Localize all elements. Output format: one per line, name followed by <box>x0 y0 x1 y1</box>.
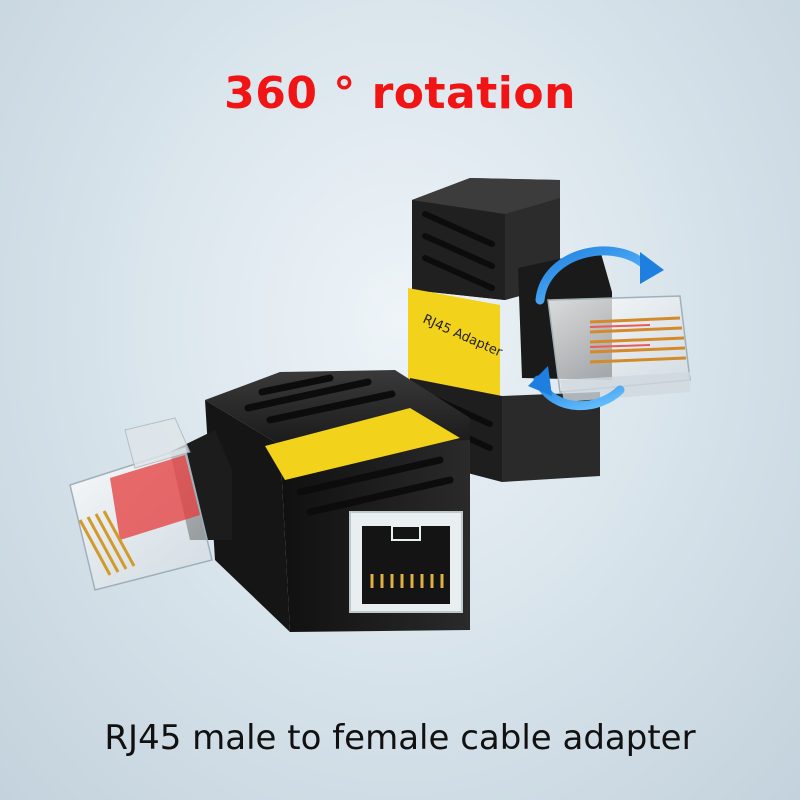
right-rj45-plug <box>547 295 691 402</box>
adapter-label-left <box>265 408 460 480</box>
left-rj45-plug <box>69 417 213 591</box>
caption-text: RJ45 male to female cable adapter <box>104 718 696 758</box>
adapter-label <box>408 288 500 398</box>
ethernet-port <box>349 511 463 613</box>
left-adapter <box>69 370 470 632</box>
headline-title: 360 ° rotation <box>224 68 576 119</box>
